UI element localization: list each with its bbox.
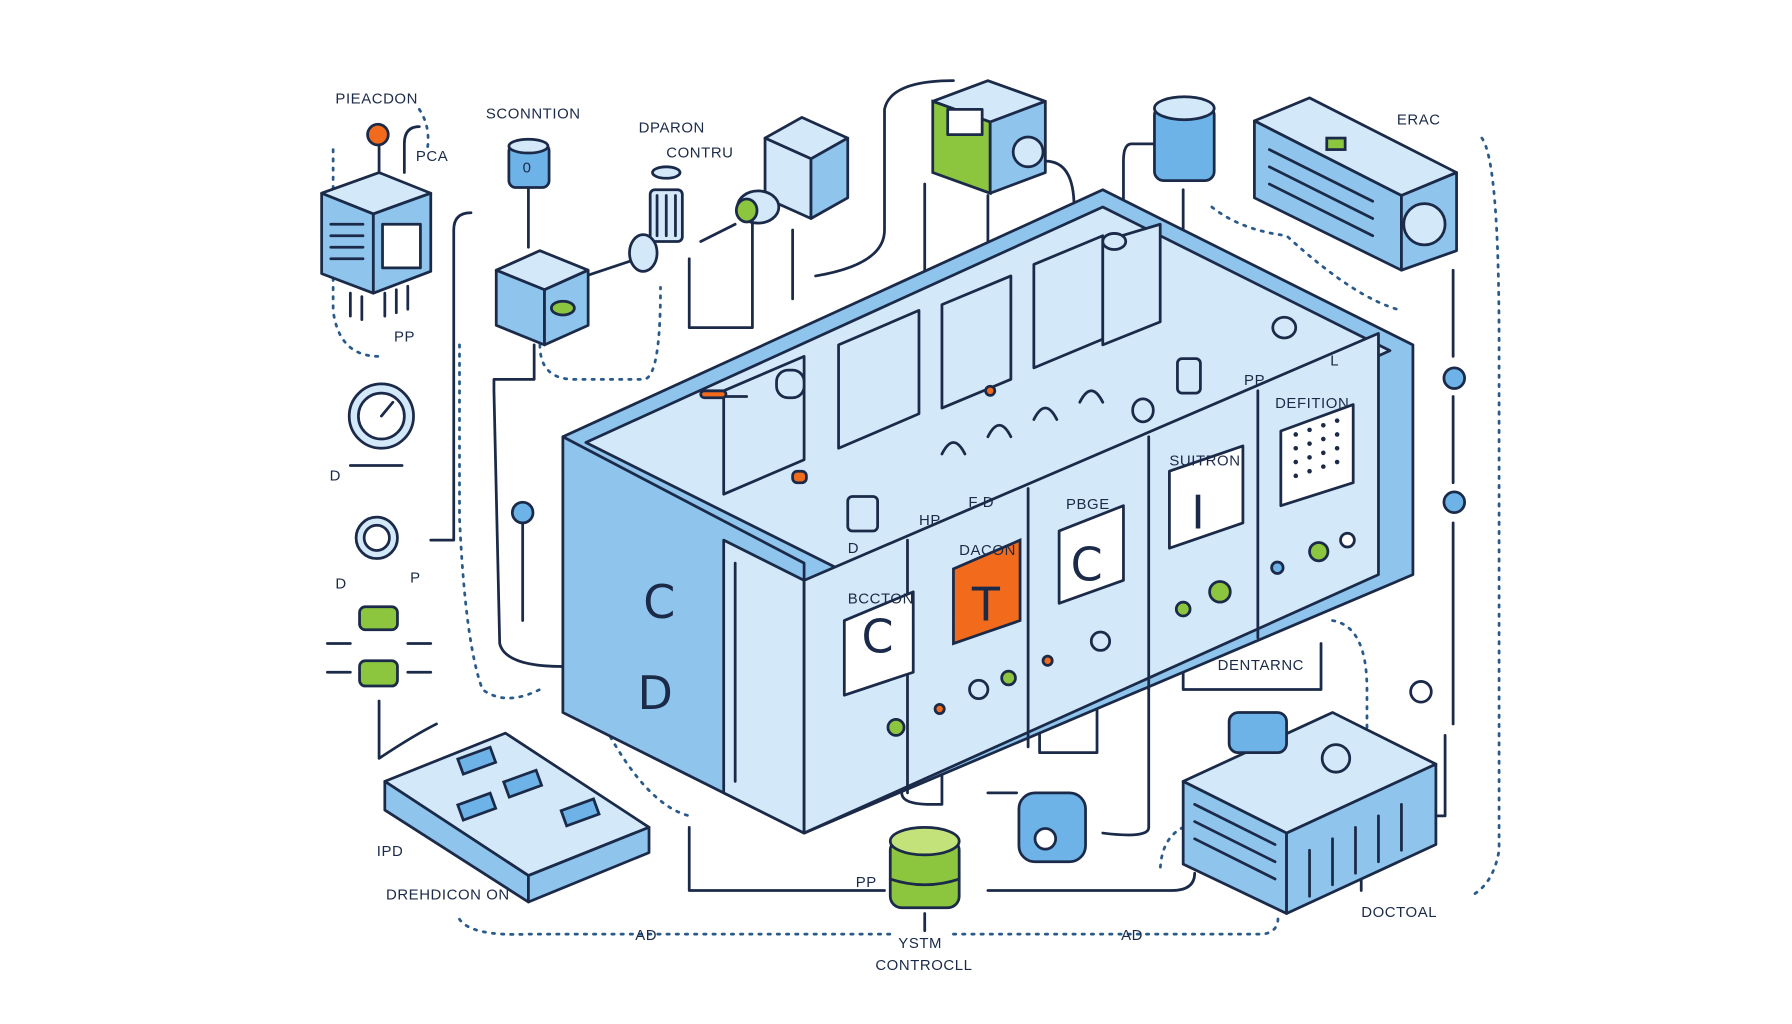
matrix-dot: [1293, 432, 1299, 437]
label-ad-right: AD: [1121, 927, 1143, 944]
matrix-dot: [1334, 445, 1340, 451]
label-pp-right: PP: [1244, 372, 1265, 389]
label-fd: F D: [968, 494, 994, 511]
dparon-valve: [628, 165, 684, 273]
matrix-dot: [1307, 427, 1312, 433]
matrix-dot: [1307, 468, 1312, 474]
label-drehdicon: DREHDICON ON: [386, 887, 510, 904]
label-pp-left: PP: [394, 328, 415, 345]
top-cylinder: [1153, 95, 1216, 182]
label-ipd: IPD: [377, 843, 404, 860]
matrix-dot: [1321, 436, 1326, 442]
matrix-dot: [1334, 459, 1340, 465]
dot-matrix: [1293, 418, 1340, 479]
side-glyph-top: C: [643, 575, 675, 629]
matrix-dot: [1321, 422, 1326, 428]
label-bccton: BCCTON: [848, 590, 914, 607]
dacon-panel-glyph: T: [971, 578, 1001, 632]
label-contru: CONTRU: [666, 145, 733, 162]
side-glyph-bottom: D: [638, 666, 673, 720]
label-dparon: DPARON: [639, 119, 705, 136]
label-l-right: L: [1330, 353, 1339, 370]
pbge-panel-glyph: C: [1071, 537, 1103, 591]
label-sconntion: SCONNTION: [486, 106, 581, 123]
matrix-dot: [1334, 432, 1340, 437]
bccton-panel-glyph: C: [862, 610, 894, 664]
label-controcll: CONTROCLL: [875, 957, 972, 974]
label-doctoal: DOCTOAL: [1361, 904, 1437, 921]
sconntion-sensor: 0: [507, 137, 551, 189]
label-d-inner: D: [848, 540, 859, 557]
gauge: [347, 382, 415, 467]
label-ystm: YSTM: [898, 935, 942, 952]
green-controller: [931, 79, 1047, 196]
green-couplers: [326, 605, 433, 688]
label-pieacdon: PIEACDON: [335, 91, 418, 108]
label-pca: PCA: [416, 148, 448, 165]
suitron-panel-glyph: I: [1191, 486, 1205, 540]
doctoal-device: [1181, 680, 1438, 915]
connector-node: [1442, 490, 1466, 514]
connector-node: [1442, 366, 1466, 390]
matrix-dot: [1334, 418, 1340, 423]
actuator: [1017, 791, 1087, 864]
labels: PIEACDON PCA SCONNTION DPARON CONTRU ERAC PP D D…: [330, 91, 1441, 974]
label-d-gauge: D: [330, 467, 341, 484]
connector-node: [510, 500, 535, 525]
label-dentarnc: DENTARNC: [1218, 657, 1304, 674]
main-chassis: [561, 188, 1415, 835]
matrix-dot: [1293, 459, 1299, 465]
matrix-dot: [1293, 473, 1299, 479]
matrix-dot: [1293, 445, 1299, 451]
label-p-knob: P: [410, 570, 421, 587]
matrix-dot: [1307, 441, 1312, 446]
matrix-dot: [1321, 450, 1326, 456]
dotted-connectors: [331, 107, 1501, 936]
knob: [354, 515, 399, 560]
front-panels: [842, 403, 1356, 737]
label-hp: HP: [919, 512, 941, 529]
pieacdon-module: [320, 122, 433, 321]
contru-module: [734, 116, 850, 225]
label-pp-bottom: PP: [856, 874, 877, 891]
relay-module: [494, 249, 590, 347]
erac-device: [1253, 96, 1458, 272]
system-controller: [888, 825, 961, 910]
matrix-dot: [1307, 455, 1312, 460]
matrix-dot: [1321, 464, 1326, 469]
svg-text:0: 0: [523, 160, 532, 177]
label-ad-left: AD: [635, 927, 657, 944]
keypad-device: [383, 731, 651, 904]
label-dacon: DACON: [959, 542, 1016, 559]
label-suitron: SUITRON: [1169, 452, 1240, 469]
label-defition: DEFITION: [1275, 395, 1349, 412]
relay-bank: [699, 222, 1298, 533]
label-d-knob: D: [335, 575, 346, 592]
label-erac: ERAC: [1397, 111, 1441, 128]
label-pbge: PBGE: [1066, 496, 1110, 513]
